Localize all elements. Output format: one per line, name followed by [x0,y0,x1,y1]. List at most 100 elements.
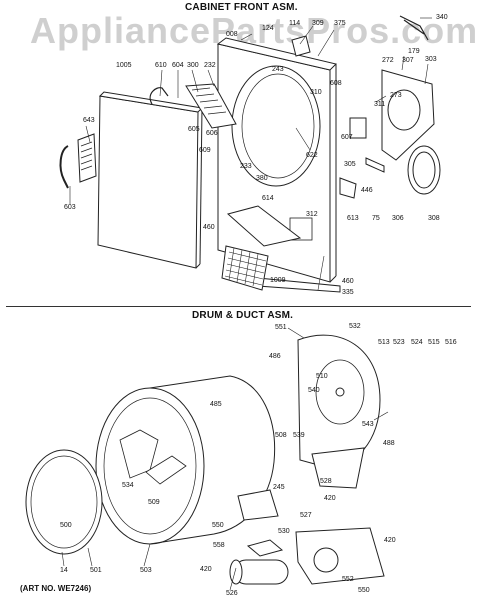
part-label: 311 [374,101,386,108]
control-bezel-300 [185,83,237,129]
leader-lines-drum [61,327,389,591]
part-label: 550 [212,522,224,529]
part-label: 307 [402,57,414,64]
part-label: 543 [362,421,374,428]
bracket-309 [291,35,311,57]
part-label: 500 [60,522,72,529]
part-label: 233 [240,163,252,170]
heater-526 [229,559,289,585]
art-number: (ART NO. WE7246) [20,584,92,593]
part-label: 606 [206,130,218,137]
part-label: 608 [330,80,342,87]
spring-340 [399,15,429,41]
leader-lines-cabinet [69,17,432,291]
part-label: 486 [269,353,281,360]
part-label: 643 [83,117,95,124]
part-label: 243 [272,66,284,73]
part-label: 245 [273,484,285,491]
part-label: 309 [312,20,324,27]
part-306 [365,157,385,173]
part-label: 420 [324,495,336,502]
part-label: 604 [172,62,184,69]
seal-ring-500 [25,449,103,555]
part-label: 523 [393,339,405,346]
cabinet-front-frame [216,37,337,283]
block-607 [349,117,367,139]
part-label: 303 [425,56,437,63]
part-label: 310 [310,89,322,96]
part-label: 340 [436,14,448,21]
part-label: 527 [300,512,312,519]
part-label: 272 [382,57,394,64]
part-label: 232 [204,62,216,69]
part-label: 485 [210,401,222,408]
rear-bulkhead-532 [297,334,381,489]
part-label: 124 [262,25,274,32]
part-label: 179 [408,48,420,55]
part-label: 446 [361,187,373,194]
part-label: 008 [226,31,238,38]
part-label: 515 [428,339,440,346]
part-label: 526 [226,590,238,597]
part-label: 503 [140,567,152,574]
part-label: 613 [347,215,359,222]
wire-610 [149,87,169,105]
part-label: 524 [411,339,423,346]
section-title-drum-duct: DRUM & DUCT ASM. [192,310,294,321]
part-label: 534 [122,482,134,489]
part-label: 305 [344,161,356,168]
duct-527 [295,527,385,585]
part-label: 530 [278,528,290,535]
part-label: 614 [262,195,274,202]
part-label: 488 [383,440,395,447]
part-label: 605 [188,126,200,133]
part-label: 420 [384,537,396,544]
part-label: 510 [316,373,328,380]
part-label: 75 [372,215,380,222]
part-label: 552 [342,576,354,583]
front-panel-1005 [97,91,204,269]
part-label: 501 [90,567,102,574]
part-label: 540 [308,387,320,394]
part-label: 516 [445,339,457,346]
part-label: 1009 [270,277,286,284]
part-label: 508 [275,432,287,439]
part-label: 1005 [116,62,132,69]
part-label: 607 [341,134,353,141]
section-title-cabinet-front: CABINET FRONT ASM. [185,2,298,13]
part-label: 306 [392,215,404,222]
part-label: 528 [320,478,332,485]
bracket-558 [246,539,284,557]
part-label: 308 [428,215,440,222]
part-label: 14 [60,567,68,574]
part-label: 603 [64,204,76,211]
drum-503 [95,375,276,545]
handle-603 [59,145,69,189]
part-label: 558 [213,542,225,549]
part-label: 114 [289,20,301,27]
part-label: 509 [148,499,160,506]
part-label: 513 [378,339,390,346]
part-label: 420 [200,566,212,573]
bracket-643 [77,133,97,183]
part-label: 622 [306,152,318,159]
part-label: 609 [199,147,211,154]
vent-grille-1009 [221,245,269,291]
plate-245 [237,489,279,521]
part-label: 460 [203,224,215,231]
part-label: 539 [293,432,305,439]
part-613 [339,177,357,199]
part-label: 375 [334,20,346,27]
part-label: 610 [155,62,167,69]
part-label: 551 [275,324,287,331]
part-label: 335 [342,289,354,296]
part-label: 550 [358,587,370,594]
part-label: 312 [306,211,318,218]
duct-307 [381,69,435,161]
part-label: 532 [349,323,361,330]
part-label: 460 [342,278,354,285]
part-label: 273 [390,92,402,99]
ring-308 [407,145,441,195]
